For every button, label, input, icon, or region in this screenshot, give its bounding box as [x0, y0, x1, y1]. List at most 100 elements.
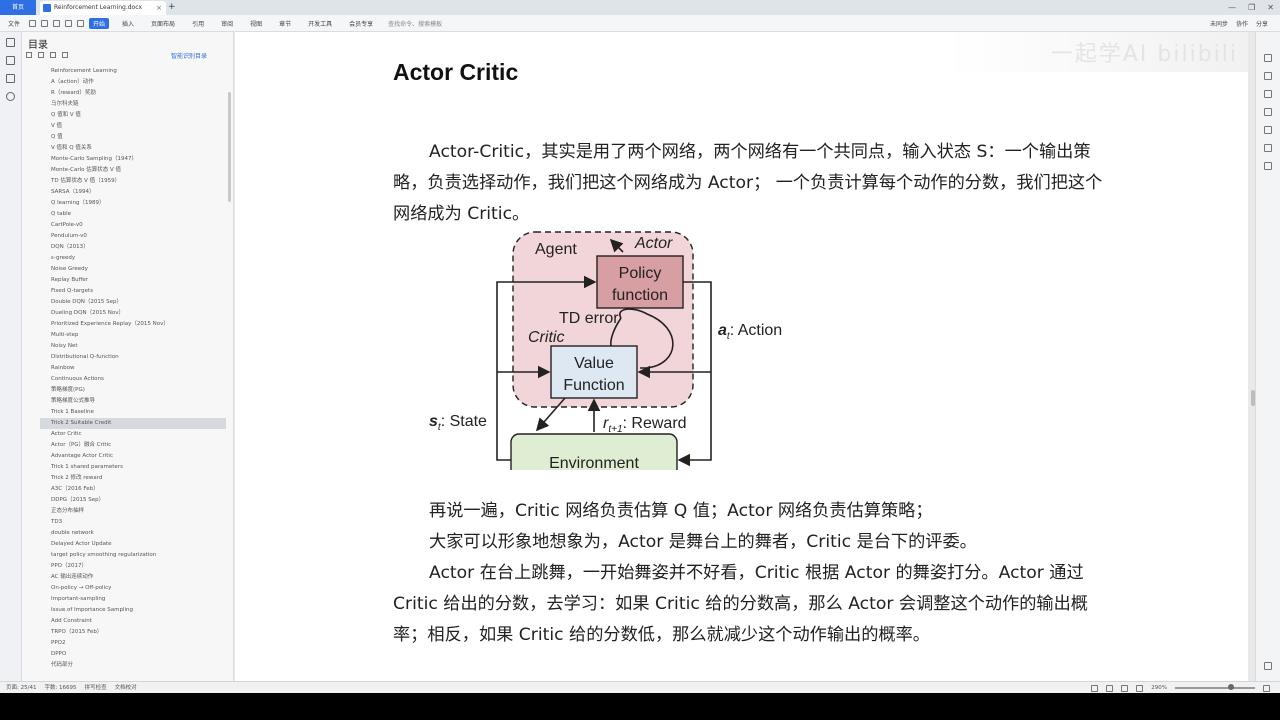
outline-item[interactable]: DPPO: [51, 651, 67, 657]
outline-item[interactable]: TD 估算状态 V 值（1959）: [51, 178, 121, 184]
outline-item[interactable]: V 值和 Q 值关系: [51, 145, 92, 151]
outline-item[interactable]: target policy smoothing regularization: [51, 552, 157, 558]
menu-item[interactable]: 开始: [89, 18, 110, 29]
outline-item[interactable]: 策略梯度(PG): [51, 387, 85, 393]
undo-icon[interactable]: [65, 20, 73, 27]
settings-icon[interactable]: [1264, 144, 1272, 152]
menu-item[interactable]: 会员专享: [349, 21, 374, 28]
outline-item[interactable]: Add Constraint: [51, 618, 92, 624]
outline-icon[interactable]: [6, 38, 15, 47]
close-tab-icon[interactable]: ×: [156, 4, 162, 12]
style-icon[interactable]: [1264, 54, 1272, 62]
outline-scrollbar[interactable]: [228, 92, 231, 202]
outline-item[interactable]: double network: [51, 530, 94, 536]
read-mode-icon[interactable]: [1091, 684, 1099, 692]
outline-item[interactable]: R（reward）奖励: [51, 90, 96, 96]
menu-item[interactable]: 审阅: [221, 21, 234, 28]
outline-item[interactable]: DQN（2013）: [51, 244, 89, 250]
document-scrollbar[interactable]: [1251, 390, 1255, 406]
search-icon[interactable]: [6, 92, 15, 101]
menu-right-item[interactable]: 协作: [1235, 21, 1248, 28]
outline-item[interactable]: Noise Greedy: [51, 266, 88, 272]
outline-item[interactable]: Issue of Importance Sampling: [51, 607, 134, 613]
web-view-icon[interactable]: [1121, 684, 1129, 692]
outline-item[interactable]: On-policy → Off-policy: [51, 585, 112, 591]
pen-icon[interactable]: [1264, 90, 1272, 98]
outline-item[interactable]: Q learning（1989）: [51, 200, 105, 206]
menu-right-item[interactable]: 未同步: [1209, 21, 1228, 28]
layers-icon[interactable]: [1264, 108, 1272, 116]
outline-item[interactable]: 马尔科夫链: [51, 101, 79, 107]
share-icon[interactable]: [1264, 162, 1272, 170]
outline-item[interactable]: Q table: [51, 211, 72, 217]
document-page[interactable]: 一起学AI bilibili Actor Critic Actor-Critic…: [235, 32, 1248, 681]
outline-item[interactable]: Trick 1 shared parameters: [51, 464, 123, 470]
restore-button[interactable]: ❐: [1248, 3, 1256, 12]
outline-item[interactable]: SARSA（1994）: [51, 189, 95, 195]
menu-right-item[interactable]: 分享: [1255, 21, 1268, 28]
file-menu[interactable]: 文件: [8, 21, 21, 28]
scroll-down-icon[interactable]: [1264, 662, 1272, 670]
outline-item[interactable]: Monte-Carlo Sampling（1947）: [51, 156, 137, 162]
save-icon[interactable]: [29, 20, 37, 27]
select-icon[interactable]: [1264, 72, 1272, 80]
menu-item[interactable]: 页面布局: [151, 21, 176, 28]
outline-item[interactable]: 正态分布抽样: [51, 508, 85, 514]
outline-item[interactable]: Continuous Actions: [51, 376, 104, 382]
menu-item[interactable]: 插入: [122, 21, 135, 28]
outline-item[interactable]: Pendulum-v0: [51, 233, 87, 239]
redo-icon[interactable]: [77, 20, 85, 27]
outline-item[interactable]: PPO（2017）: [51, 563, 87, 569]
fit-page-icon[interactable]: [1263, 684, 1270, 692]
outline-view-icon[interactable]: [1136, 684, 1144, 692]
help-icon[interactable]: [1264, 126, 1272, 134]
outline-item[interactable]: Delayed Actor Update: [51, 541, 112, 547]
outline-item[interactable]: TRPO（2015 Feb）: [51, 629, 103, 635]
outline-item[interactable]: V 值: [51, 123, 63, 129]
outline-item[interactable]: AC 输出连续动作: [51, 574, 94, 580]
collapse-icon[interactable]: [38, 52, 44, 58]
outline-item[interactable]: 策略梯度公式推导: [51, 398, 96, 404]
menu-item[interactable]: 引用: [192, 21, 205, 28]
outline-item[interactable]: PPO2: [51, 640, 66, 646]
outline-item[interactable]: Rainbow: [51, 365, 75, 371]
outline-item[interactable]: Replay Buffer: [51, 277, 89, 283]
home-tab[interactable]: 首页: [0, 0, 36, 15]
zoom-slider[interactable]: [1175, 684, 1255, 690]
outline-item[interactable]: Trick 1 Baseline: [51, 409, 94, 415]
zoom-level[interactable]: 290%: [1151, 685, 1167, 691]
expand-icon[interactable]: [26, 52, 32, 58]
outline-item[interactable]: ε-greedy: [51, 255, 76, 261]
outline-item[interactable]: CartPole-v0: [51, 222, 83, 228]
outline-item[interactable]: Multi-step: [51, 332, 79, 338]
spell-check[interactable]: 拼写检查: [84, 685, 107, 691]
outline-item[interactable]: Double DQN（2015 Sep）: [51, 299, 123, 305]
outline-item[interactable]: Actor Critic: [51, 431, 82, 437]
close-window-button[interactable]: ✕: [1267, 3, 1274, 12]
word-count[interactable]: 字数: 16695: [44, 685, 77, 691]
pages-icon[interactable]: [6, 56, 15, 65]
new-tab-button[interactable]: +: [168, 2, 176, 12]
document-tab[interactable]: Reinforcement Learning.docx ×: [40, 1, 166, 15]
smart-outline-button[interactable]: 智能识别目录: [170, 53, 207, 60]
menu-item[interactable]: 开发工具: [308, 21, 333, 28]
command-search[interactable]: 查找命令、搜索模板: [388, 21, 443, 28]
proofread[interactable]: 文档校对: [114, 685, 137, 691]
page-count[interactable]: 页面: 25/41: [6, 685, 37, 691]
outline-item[interactable]: Prioritized Experience Replay（2015 Nov）: [51, 321, 169, 327]
outline-item[interactable]: Advantage Actor Critic: [51, 453, 113, 459]
zoom-slider-knob[interactable]: [1228, 684, 1235, 690]
outline-item[interactable]: Fixed Q-targets: [51, 288, 94, 294]
outline-item[interactable]: Dueling DQN（2015 Nov）: [51, 310, 125, 316]
outline-item[interactable]: DDPG（2015 Sep）: [51, 497, 105, 503]
outline-item[interactable]: Trick 2 Suitable Credit: [40, 418, 226, 429]
menu-item[interactable]: 视图: [250, 21, 263, 28]
outline-item[interactable]: Q 值: [51, 134, 63, 140]
outline-item[interactable]: Distributional Q-function: [51, 354, 119, 360]
outline-item[interactable]: Reinforcement Learning: [51, 68, 117, 74]
remove-heading-icon[interactable]: [62, 52, 68, 58]
outline-item[interactable]: Important-sampling: [51, 596, 106, 602]
print-icon[interactable]: [41, 20, 49, 27]
outline-item[interactable]: Actor（PG）融合 Critic: [51, 442, 112, 448]
outline-item[interactable]: TD3: [51, 519, 63, 525]
